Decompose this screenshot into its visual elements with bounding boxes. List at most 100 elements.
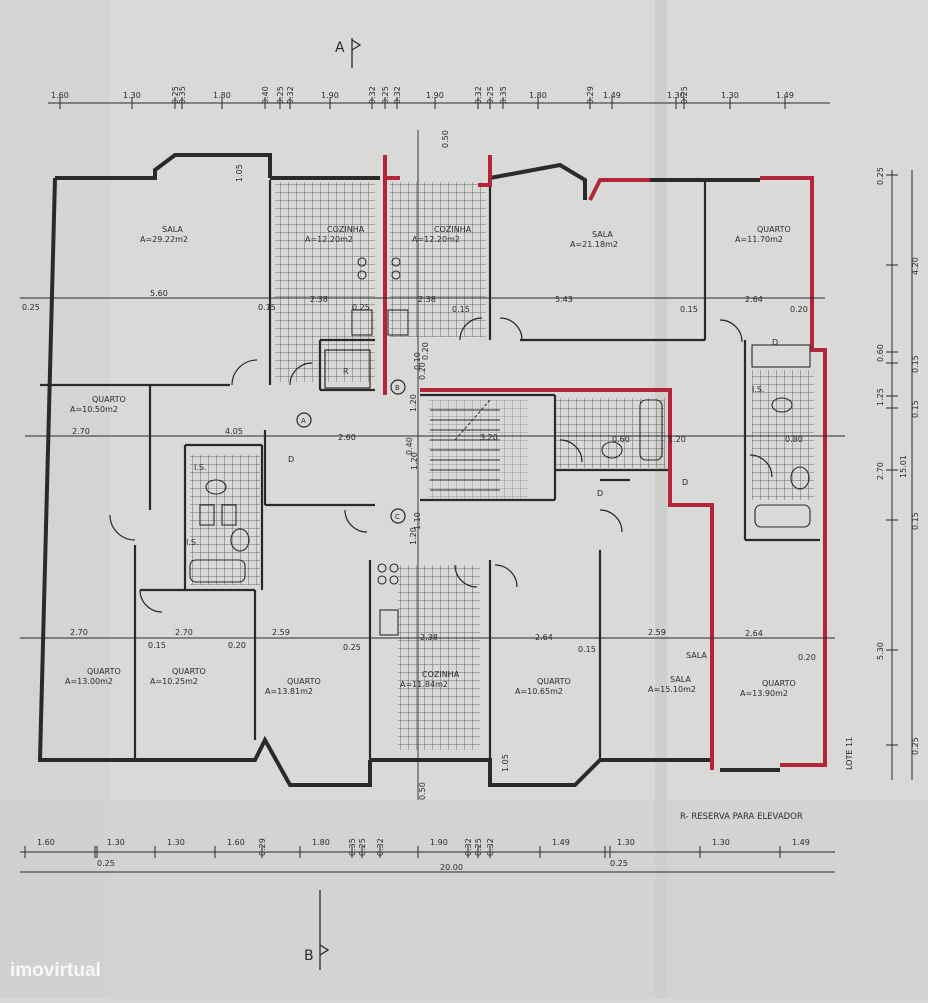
inner-dim-label: 0.15 bbox=[452, 305, 470, 314]
inner-dim-label: 2.70 bbox=[72, 427, 90, 436]
dim-label-bottom: 1.60 bbox=[37, 838, 55, 847]
inner-dim-label: 1.20 bbox=[409, 394, 418, 412]
room-area: A=10.50m2 bbox=[70, 405, 118, 414]
inner-dim-label: 2.64 bbox=[535, 633, 553, 642]
dim-label-top: 0.25 bbox=[486, 86, 495, 104]
dim-label-top: 1.49 bbox=[603, 91, 621, 100]
section-mark-b: B bbox=[304, 948, 314, 964]
dim-label-bottom: 1.49 bbox=[792, 838, 810, 847]
dim-label-bottom: 1.30 bbox=[617, 838, 635, 847]
inner-dim-label: 1.20 bbox=[409, 527, 418, 545]
dim-label-bottom: 0.32 bbox=[376, 838, 385, 856]
room-name: SALA bbox=[162, 225, 183, 234]
inner-dim-label: 1.10 bbox=[413, 512, 422, 530]
label-c: C bbox=[395, 513, 400, 521]
inner-dim-label: 0.50 bbox=[418, 782, 427, 800]
room-area: A=13.90m2 bbox=[740, 689, 788, 698]
dim-label-right: 0.25 bbox=[911, 737, 920, 755]
tile-kitchen-2 bbox=[390, 182, 486, 337]
dim-label-bottom: 0.32 bbox=[486, 838, 495, 856]
dim-label-bottom: 0.29 bbox=[258, 838, 267, 856]
dim-label-bottom: 0.35 bbox=[348, 838, 357, 856]
dim-label-right: 0.60 bbox=[876, 344, 885, 362]
dim-label-right: 4.20 bbox=[911, 257, 920, 275]
inner-dim-label: 2.59 bbox=[648, 628, 666, 637]
inner-dim-label: 0.40 bbox=[405, 437, 414, 455]
dim-label-top: 0.32 bbox=[393, 86, 402, 104]
inner-dim-label: 2.38 bbox=[310, 295, 328, 304]
dim-label-right: 1.25 bbox=[876, 388, 885, 406]
door-swings bbox=[109, 317, 773, 613]
dim-label-right: 0.15 bbox=[911, 512, 920, 530]
dim-label-bottom: 1.90 bbox=[430, 838, 448, 847]
tile-kitchen-1 bbox=[275, 182, 375, 382]
dim-label-right: 2.70 bbox=[876, 462, 885, 480]
room-name: QUARTO bbox=[87, 667, 121, 676]
dim-label-top: 0.35 bbox=[499, 86, 508, 104]
inner-dim-label: 2.59 bbox=[272, 628, 290, 637]
section-arrow-a bbox=[351, 39, 362, 51]
inner-dim-label: 2.64 bbox=[745, 295, 763, 304]
room-area: A=10.65m2 bbox=[515, 687, 563, 696]
dim-label-bottom: 0.25 bbox=[358, 838, 367, 856]
dim-label-bottom: 1.30 bbox=[167, 838, 185, 847]
inner-dim-label: 1.05 bbox=[235, 164, 244, 182]
room-name: SALA bbox=[592, 230, 613, 239]
dim-label-bottom: 1.30 bbox=[712, 838, 730, 847]
inner-dim-label: 0.25 bbox=[22, 303, 40, 312]
staircase bbox=[430, 399, 500, 491]
dim-label-top: 1.80 bbox=[213, 91, 231, 100]
room-name: QUARTO bbox=[287, 677, 321, 686]
room-area: A=10.25m2 bbox=[150, 677, 198, 686]
fixtures bbox=[189, 257, 811, 636]
watermark: imovirtual bbox=[10, 960, 101, 981]
inner-dim-label: 0.60 bbox=[612, 435, 630, 444]
inner-dim-label: 3.20 bbox=[480, 433, 498, 442]
dim-label-top: 0.32 bbox=[368, 86, 377, 104]
dim-label-bottom: 1.49 bbox=[552, 838, 570, 847]
inner-dim-label: 2.60 bbox=[338, 433, 356, 442]
inner-dim-label: 0.15 bbox=[578, 645, 596, 654]
label-is-3: I.S. bbox=[752, 385, 765, 394]
room-name: COZINHA bbox=[422, 670, 460, 679]
room-area: A=13.81m2 bbox=[265, 687, 313, 696]
paper-fold-crease bbox=[655, 0, 667, 999]
dim-label-top: 1.90 bbox=[426, 91, 444, 100]
room-area: A=21.18m2 bbox=[570, 240, 618, 249]
section-arrow-b bbox=[319, 944, 330, 956]
inner-dimlines bbox=[20, 130, 845, 800]
label-is-2: I.S. bbox=[186, 538, 199, 547]
room-name: SALA bbox=[670, 675, 691, 684]
circle-markers bbox=[296, 379, 406, 524]
tile-bath-3 bbox=[752, 370, 814, 500]
dim-label-top: 1.60 bbox=[51, 91, 69, 100]
dim-label-top: 1.30 bbox=[123, 91, 141, 100]
dim-label-top: 0.25 bbox=[381, 86, 390, 104]
dim-label-bottom: 0.25 bbox=[97, 859, 115, 868]
inner-dim-label: 2.38 bbox=[418, 295, 436, 304]
inner-dim-label: 0.20 bbox=[421, 342, 430, 360]
total-height: 15.01 bbox=[899, 455, 908, 478]
inner-dim-label: 0.20 bbox=[790, 305, 808, 314]
inner-dim-label: 0.10 bbox=[413, 352, 422, 370]
label-lote: LOTE 11 bbox=[845, 737, 854, 770]
room-area: A=29.22m2 bbox=[140, 235, 188, 244]
room-name: QUARTO bbox=[757, 225, 791, 234]
room-area: A=15.10m2 bbox=[648, 685, 696, 694]
room-area: A=12.20m2 bbox=[412, 235, 460, 244]
tile-bath-2 bbox=[555, 398, 665, 468]
dim-label-bottom: 1.60 bbox=[227, 838, 245, 847]
unit-highlight-wall bbox=[383, 155, 827, 770]
room-name: COZINHA bbox=[434, 225, 472, 234]
room-name: QUARTO bbox=[537, 677, 571, 686]
dim-ticks-right: 0.254.200.600.151.250.152.700.155.300.25 bbox=[876, 167, 920, 755]
inner-dim-label: 5.43 bbox=[555, 295, 573, 304]
room-name: QUARTO bbox=[92, 395, 126, 404]
label-a: A bbox=[301, 417, 306, 425]
dim-label-top: 0.40 bbox=[261, 86, 270, 104]
dim-label-top: 1.49 bbox=[776, 91, 794, 100]
tile-kitchen-3 bbox=[398, 565, 480, 750]
inner-dim-label: 4.05 bbox=[225, 427, 243, 436]
